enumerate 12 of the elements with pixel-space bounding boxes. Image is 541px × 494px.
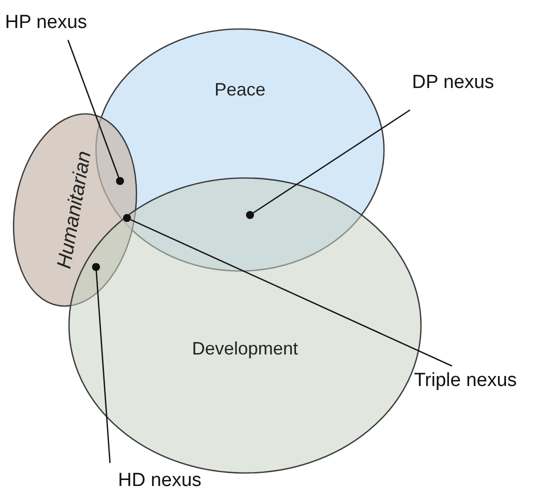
ellipse-label: Peace — [214, 80, 266, 100]
callout-label: HP nexus — [5, 12, 88, 34]
leader-line — [252, 109, 410, 214]
ellipse-label: Development — [192, 338, 298, 360]
leader-line — [96, 270, 111, 464]
callout-label: HD nexus — [118, 470, 202, 492]
dot-marker — [246, 211, 254, 219]
callout-label: Triple nexus — [414, 370, 517, 392]
ellipse-label: Humanitarian — [53, 149, 97, 271]
callout-label: DP nexus — [412, 72, 494, 94]
leader-line — [67, 40, 120, 178]
leader-line — [130, 219, 452, 367]
